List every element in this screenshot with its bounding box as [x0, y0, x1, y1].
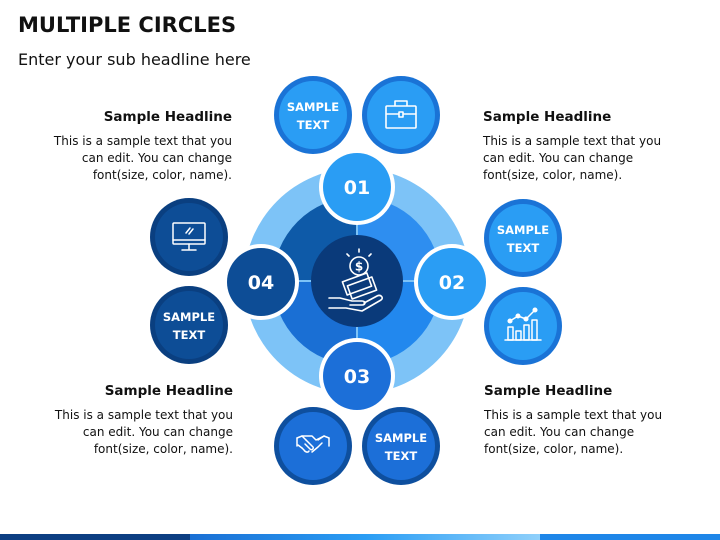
sample-text-line-1: SAMPLE	[287, 100, 339, 114]
svg-text:$: $	[355, 260, 363, 274]
number-02: 02	[439, 272, 465, 294]
satellite-left-top	[155, 203, 223, 271]
body-line: font(size, color, name).	[484, 442, 624, 456]
body-line: This is a sample text that you	[483, 134, 662, 148]
number-04: 04	[248, 272, 274, 294]
body-line: This is a sample text that you	[53, 134, 232, 148]
satellite-right-top	[489, 204, 557, 272]
text-block-bottom-left: Sample Headline This is a sample text th…	[33, 383, 233, 458]
satellite-right-bottom	[489, 292, 557, 360]
page-subtitle: Enter your sub headline here	[18, 50, 251, 69]
sample-text-line-1: SAMPLE	[497, 223, 549, 237]
satellite-bottom-right	[367, 412, 435, 480]
sample-text-line-2: TEXT	[173, 328, 206, 342]
center-circle	[311, 235, 403, 327]
page-title: MULTIPLE CIRCLES	[18, 13, 237, 37]
block-headline: Sample Headline	[483, 109, 612, 125]
sample-text-line-1: SAMPLE	[375, 431, 427, 445]
body-line: font(size, color, name).	[92, 168, 232, 182]
handshake-icon	[296, 435, 330, 453]
body-line: This is a sample text that you	[484, 408, 663, 422]
text-block-top-left: Sample Headline This is a sample text th…	[32, 109, 232, 184]
text-block-top-right: Sample Headline This is a sample text th…	[483, 109, 683, 184]
sample-text-line-1: SAMPLE	[163, 310, 215, 324]
number-01: 01	[344, 177, 370, 199]
satellite-top-left	[279, 81, 347, 149]
footer-segment	[190, 534, 540, 540]
presentation-chart-icon	[504, 307, 542, 341]
footer-segment	[0, 534, 190, 540]
number-circle-03	[323, 342, 391, 410]
footer-segment	[540, 534, 720, 540]
number-03: 03	[344, 366, 370, 388]
text-block-bottom-right: Sample Headline This is a sample text th…	[484, 383, 684, 458]
block-body: This is a sample text that you can edit.…	[483, 133, 683, 184]
number-circle-04	[227, 248, 295, 316]
number-circle-01	[323, 153, 391, 221]
body-line: can edit. You can change	[484, 425, 635, 439]
sample-text-line-2: TEXT	[507, 241, 540, 255]
briefcase-icon	[385, 100, 417, 129]
body-line: can edit. You can change	[483, 151, 634, 165]
block-body: This is a sample text that you can edit.…	[33, 407, 233, 458]
block-body: This is a sample text that you can edit.…	[32, 133, 232, 184]
sample-text-line-2: TEXT	[297, 118, 330, 132]
sample-text-line-2: TEXT	[385, 449, 418, 463]
block-headline: Sample Headline	[104, 383, 233, 399]
body-line: This is a sample text that you	[54, 408, 233, 422]
body-line: can edit. You can change	[82, 425, 233, 439]
money-hand-icon: $	[328, 248, 383, 312]
block-headline: Sample Headline	[484, 383, 613, 399]
footer-bar	[0, 534, 720, 540]
satellite-left-bottom	[155, 291, 223, 359]
body-line: font(size, color, name).	[483, 168, 623, 182]
monitor-icon	[172, 222, 206, 251]
block-headline: Sample Headline	[103, 109, 232, 125]
body-line: font(size, color, name).	[93, 442, 233, 456]
number-circle-02	[418, 248, 486, 316]
block-body: This is a sample text that you can edit.…	[484, 407, 684, 458]
body-line: can edit. You can change	[81, 151, 232, 165]
